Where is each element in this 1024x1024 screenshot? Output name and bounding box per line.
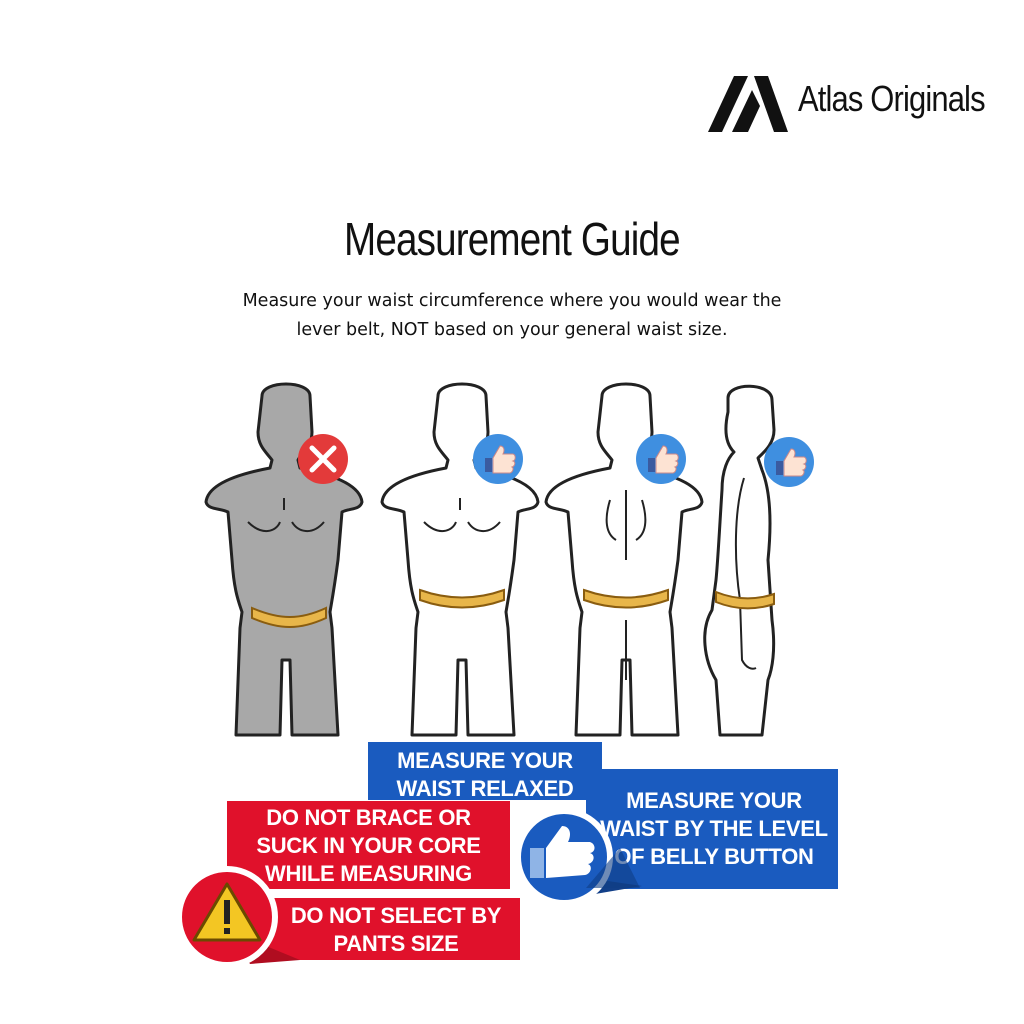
page-title: Measurement Guide [344, 213, 681, 265]
thumbs-up-icon [515, 808, 642, 906]
atlas-chevron-logo-icon [708, 76, 788, 132]
intro-line-1: Measure your waist circumference where y… [242, 291, 782, 311]
thumbs-up-icon [473, 434, 523, 484]
figures-illustration [204, 382, 776, 737]
callout-pants-text: DO NOT SELECT BY PANTS SIZE [290, 903, 502, 956]
callout-relaxed-text: MEASURE YOUR WAIST RELAXED [396, 748, 574, 801]
figure-side-correct [703, 384, 776, 737]
intro-line-2: lever belt, NOT based on your general wa… [296, 320, 728, 340]
thumbs-up-icon [764, 437, 814, 487]
brand-name: Atlas Originals [798, 78, 986, 119]
callout-brace-box [227, 801, 510, 889]
callout-relaxed-box [368, 742, 602, 800]
callout-pants-box [258, 898, 520, 960]
warning-icon [176, 866, 300, 968]
callout-brace-text: DO NOT BRACE OR SUCK IN YOUR CORE WHILE … [256, 805, 481, 886]
x-mark-icon [298, 434, 348, 484]
brand: Atlas Originals [708, 72, 1008, 132]
mannequin-body [703, 384, 776, 737]
intro-text: Measure your waist circumference where y… [200, 287, 824, 345]
thumbs-up-icon [636, 434, 686, 484]
callout-belly-text: MEASURE YOUR WAIST BY THE LEVEL OF BELLY… [600, 788, 828, 869]
